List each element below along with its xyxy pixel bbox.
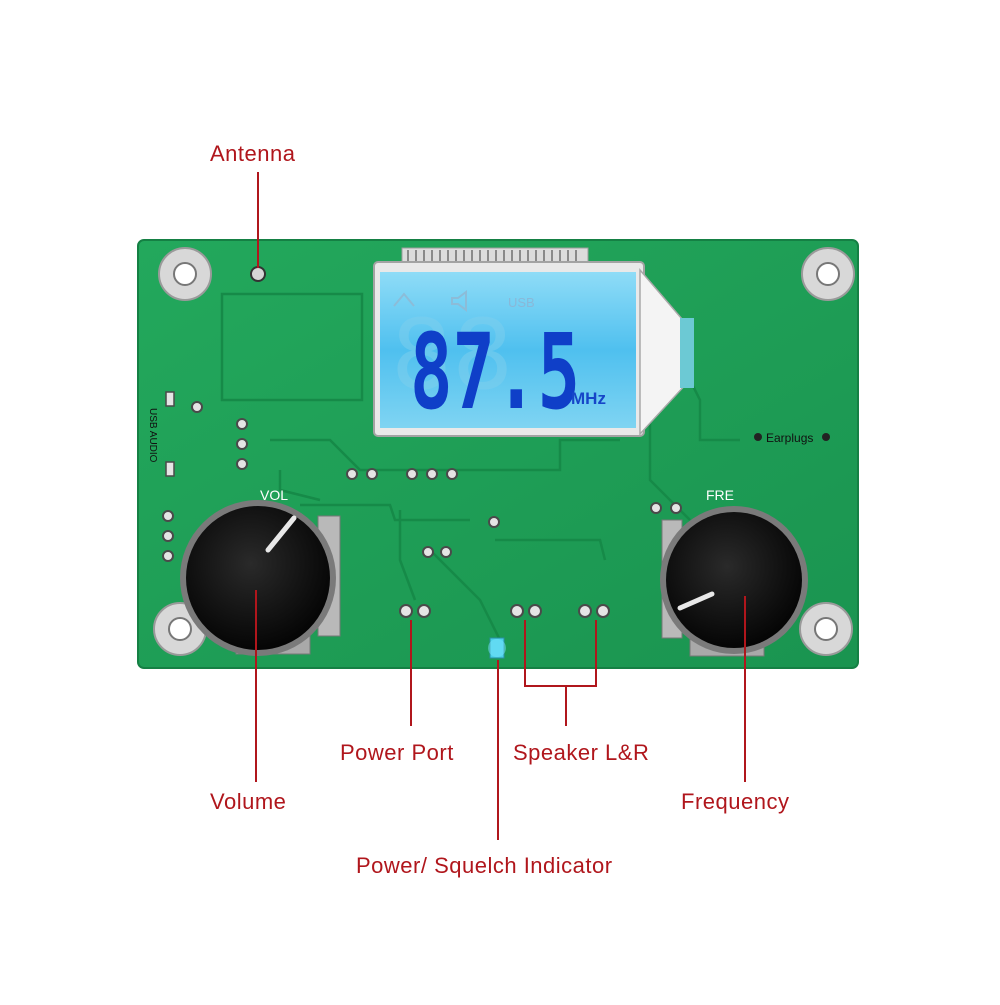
solder-pads (162, 401, 682, 618)
earplug-pad-right (822, 433, 830, 441)
earplugs-label: Earplugs (766, 431, 813, 445)
volume-knob[interactable] (180, 500, 341, 656)
signal-icon (393, 292, 415, 307)
callout-antenna: Antenna (210, 141, 296, 166)
pcb-traces (220, 292, 740, 641)
mounting-holes (153, 247, 855, 656)
callout-indicator: Power/ Squelch Indicator (356, 853, 613, 878)
mute-speaker-icon (451, 290, 467, 312)
lcd-frequency-readout: 87.5 (410, 311, 580, 433)
lcd-display: 88 87.5 MHz USB (373, 247, 694, 437)
callout-frequency: Frequency (681, 789, 790, 814)
callout-power-port: Power Port (340, 740, 454, 765)
indicator-led (489, 637, 505, 659)
leader-lines (255, 172, 746, 840)
antenna-pad (250, 266, 266, 282)
fre-label: FRE (706, 487, 734, 503)
earplug-pad-left (754, 433, 762, 441)
lcd-usb-label: USB (508, 295, 535, 310)
callout-speaker: Speaker L&R (513, 740, 650, 765)
frequency-knob[interactable] (660, 506, 808, 657)
lcd-unit-label: MHz (571, 389, 606, 408)
callout-volume: Volume (210, 789, 287, 814)
vol-label: VOL (260, 487, 288, 503)
svg-text:88: 88 (391, 299, 513, 411)
usb-audio-label: USB AUDIO (147, 408, 158, 463)
